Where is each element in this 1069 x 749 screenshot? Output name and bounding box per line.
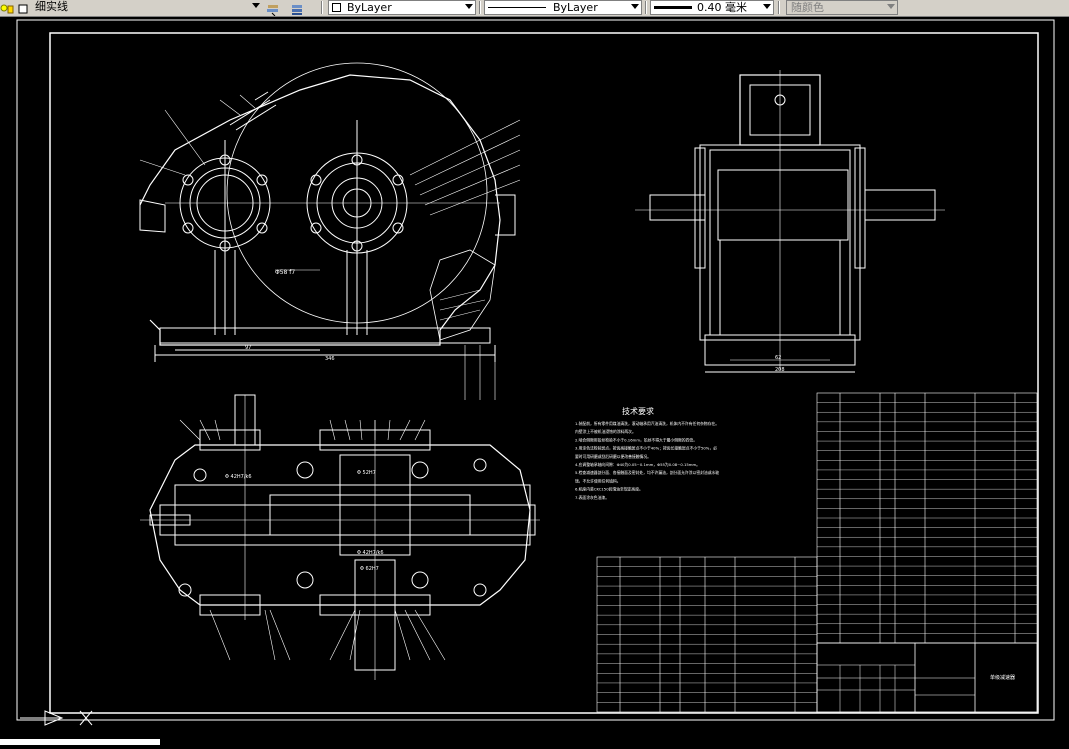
layer-state-icons[interactable] bbox=[0, 1, 14, 14]
color-dropdown-value: ByLayer bbox=[347, 1, 392, 14]
layer-dropdown-value: 细实线 bbox=[35, 0, 68, 13]
toolbar-separator bbox=[778, 1, 780, 14]
note-line: 3.用涂色法检验斑点，按齿高接触斑点不小于40%；按齿长接触斑点不小于50%，必 bbox=[575, 446, 717, 451]
properties-toolbar: 细实线 ByLayer ByLayer 0.40 毫米 随颜色 bbox=[0, 0, 1069, 17]
top-view bbox=[140, 394, 540, 680]
plotstyle-dropdown: 随颜色 bbox=[786, 0, 898, 15]
linetype-dropdown-value: ByLayer bbox=[553, 1, 598, 14]
note-line: 内壁涂上不被机油浸蚀的涂料两次。 bbox=[575, 429, 636, 434]
layer-previous-icon[interactable] bbox=[290, 1, 304, 15]
note-line: 璃，不允许使用任何填料。 bbox=[575, 478, 621, 483]
note-line: 2.啮合侧隙用铅丝检验不小于0.16mm，铅丝不得大于最小侧隙的四倍。 bbox=[575, 437, 697, 442]
layer-color-swatch bbox=[16, 1, 30, 14]
parts-list-rows-bottom bbox=[597, 566, 817, 703]
front-view bbox=[139, 62, 521, 400]
dimension-text: Φ 52H7 bbox=[357, 470, 376, 476]
status-strip bbox=[0, 739, 160, 745]
toolbar-separator bbox=[321, 1, 323, 14]
toolbar-separator bbox=[645, 1, 647, 14]
chevron-down-icon bbox=[631, 4, 639, 9]
dimension-text: Φ 42H7/k6 bbox=[225, 474, 252, 480]
lineweight-preview bbox=[654, 6, 692, 9]
toolbar-separator bbox=[479, 1, 481, 14]
note-line: 6.机座内装CKC150润滑油至规定高度。 bbox=[575, 487, 643, 492]
layer-dropdown[interactable]: 细实线 bbox=[0, 0, 262, 15]
lineweight-dropdown[interactable]: 0.40 毫米 bbox=[650, 0, 774, 15]
color-swatch-icon bbox=[332, 3, 341, 12]
dimension-text: 97 bbox=[245, 345, 251, 351]
cad-drawing: 技术要求 1.装配前，所有零件用煤油清洗，滚动轴承用汽油清洗，机体内不许有任何杂… bbox=[16, 19, 1055, 726]
linetype-dropdown[interactable]: ByLayer bbox=[484, 0, 642, 15]
title-block-name: 单级减速器 bbox=[990, 674, 1015, 681]
dimension-text: 62 bbox=[775, 355, 781, 361]
note-line: 4.应调整轴承轴向间隙：Φ40为0.05~0.1mm，Φ55为0.08~0.15… bbox=[575, 462, 700, 467]
note-line: 5.检查减速器剖分面、各接触面及密封处，均不许漏油，剖分面允许涂以密封油或水玻 bbox=[575, 470, 719, 475]
make-layer-current-icon[interactable] bbox=[266, 1, 280, 17]
ucs-icon bbox=[20, 710, 93, 726]
chevron-down-icon bbox=[763, 4, 771, 9]
notes-title: 技术要求 bbox=[622, 406, 654, 416]
linetype-preview bbox=[488, 7, 546, 8]
color-dropdown[interactable]: ByLayer bbox=[328, 0, 476, 15]
dimension-text: 208 bbox=[775, 367, 785, 373]
lineweight-dropdown-value: 0.40 毫米 bbox=[697, 1, 747, 14]
dimension-text: Φ 62H7 bbox=[360, 566, 379, 572]
note-line: 要时可用研磨或刮后研磨以便改善接触情况。 bbox=[575, 454, 651, 459]
title-block bbox=[816, 642, 1038, 713]
technical-notes: 1.装配前，所有零件用煤油清洗，滚动轴承用汽油清洗，机体内不许有任何杂物存在。内… bbox=[575, 421, 719, 500]
side-view bbox=[635, 70, 945, 373]
chevron-down-icon bbox=[887, 4, 895, 9]
chevron-down-icon bbox=[252, 3, 260, 8]
dimension-text: 346 bbox=[325, 356, 335, 362]
dimension-text: Φ58 f7 bbox=[275, 269, 295, 276]
note-line: 7.表面涂灰色油漆。 bbox=[575, 495, 609, 500]
dimension-text: Φ 42H7/k6 bbox=[357, 550, 384, 556]
plotstyle-dropdown-value: 随颜色 bbox=[791, 1, 824, 14]
outer-border bbox=[16, 19, 1055, 721]
note-line: 1.装配前，所有零件用煤油清洗，滚动轴承用汽油清洗，机体内不许有任何杂物存在。 bbox=[575, 421, 719, 426]
drawing-area[interactable]: 技术要求 1.装配前，所有零件用煤油清洗，滚动轴承用汽油清洗，机体内不许有任何杂… bbox=[0, 16, 1069, 745]
chevron-down-icon bbox=[465, 4, 473, 9]
parts-list-rows-right bbox=[817, 402, 1037, 634]
inner-border bbox=[49, 32, 1039, 714]
